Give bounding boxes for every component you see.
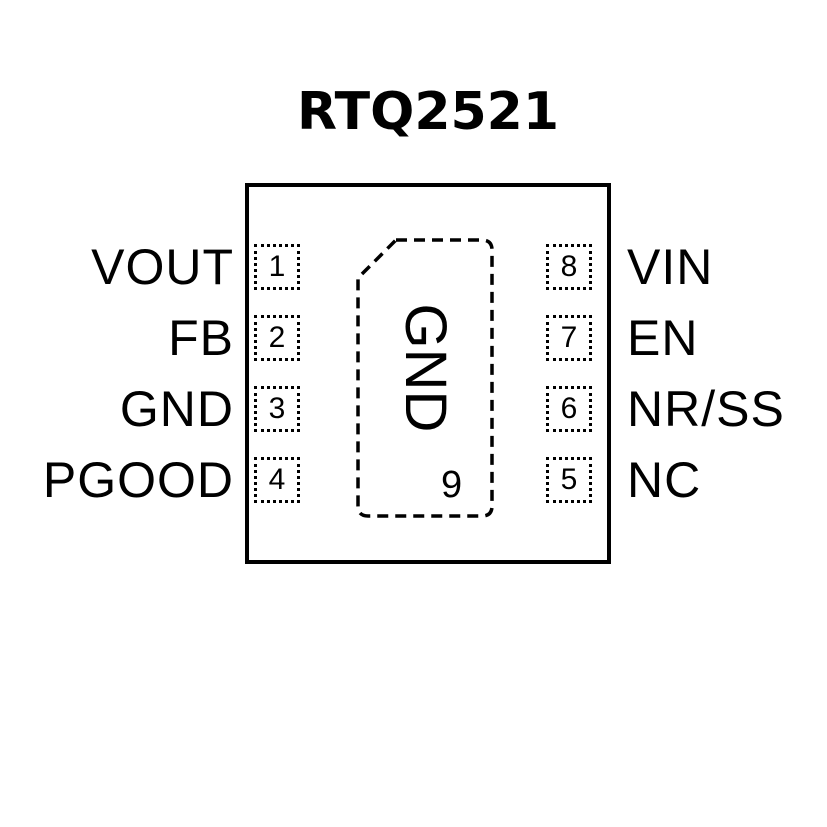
pin-1-pad: 1: [254, 244, 300, 290]
pin-label-vin: VIN: [627, 239, 714, 295]
pin-4-pad: 4: [254, 457, 300, 503]
pin-8-pad: 8: [546, 244, 592, 290]
pin-label-gnd: GND: [119, 381, 234, 437]
pin-label-vout: VOUT: [91, 239, 234, 295]
pin-label-en: EN: [627, 310, 699, 366]
pin-2-number: 2: [268, 321, 286, 354]
pin-label-nrss: NR/SS: [627, 381, 785, 437]
pin-8-number: 8: [560, 250, 578, 283]
pin-7-pad: 7: [546, 315, 592, 361]
pin-1-number: 1: [268, 250, 286, 283]
pin-3-pad: 3: [254, 386, 300, 432]
pin-2-pad: 2: [254, 315, 300, 361]
pin-5-number: 5: [560, 463, 578, 496]
pin-7-number: 7: [560, 321, 578, 354]
pin-3-number: 3: [268, 392, 286, 425]
pin-label-nc: NC: [627, 452, 702, 508]
pin-6-number: 6: [560, 392, 578, 425]
pin-5-pad: 5: [546, 457, 592, 503]
pin-label-pgood: PGOOD: [42, 452, 234, 508]
exposed-pad-pin-number: 9: [441, 464, 463, 506]
pin-4-number: 4: [268, 463, 286, 496]
pin-6-pad: 6: [546, 386, 592, 432]
exposed-pad-label: GND: [393, 303, 458, 433]
part-number-title: RTQ2521: [296, 82, 560, 142]
pin-label-fb: FB: [168, 310, 234, 366]
